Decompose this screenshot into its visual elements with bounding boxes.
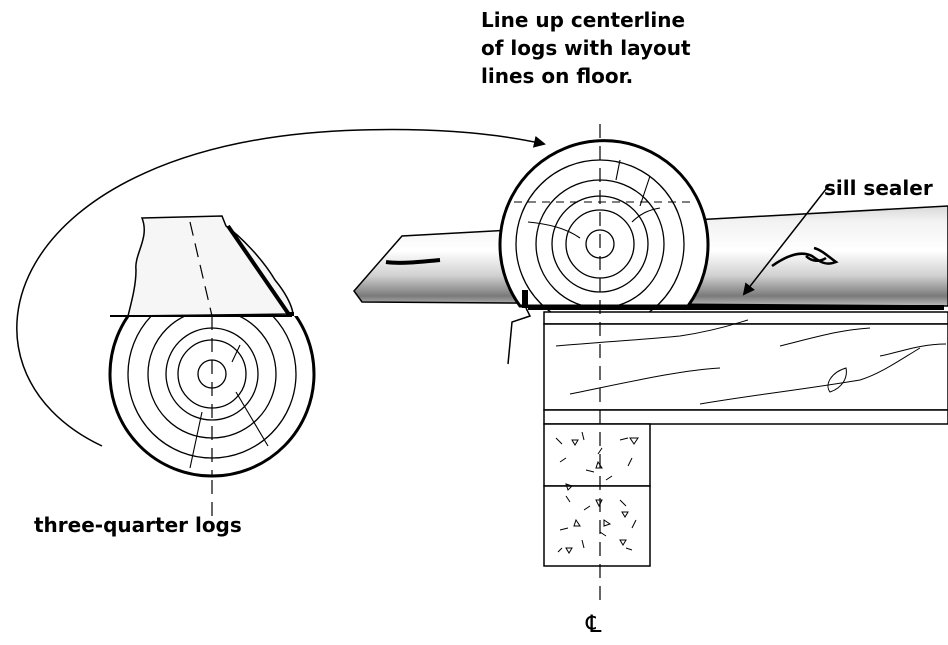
flashing: [507, 307, 532, 365]
sill-sealer-leader: [742, 183, 831, 296]
sill-sealer: [528, 305, 944, 310]
centerline-instruction-line-1: Line up centerline: [481, 8, 686, 32]
three-quarter-log: [108, 215, 316, 530]
centerline-symbol: ℄: [586, 610, 602, 638]
centerline-instruction-line-3: lines on floor.: [481, 64, 634, 88]
placed-log-end: [498, 139, 710, 329]
centerline-instruction: Line up centerline of logs with layout l…: [481, 8, 691, 92]
placement-arrow: [16, 128, 546, 447]
sill-plate: [543, 311, 948, 425]
centerline-instruction-line-2: of logs with layout: [481, 36, 691, 60]
three-quarter-logs-label: three-quarter logs: [34, 513, 242, 537]
sill-sealer-label: sill sealer: [824, 176, 933, 200]
concrete-foundation: [543, 423, 651, 567]
